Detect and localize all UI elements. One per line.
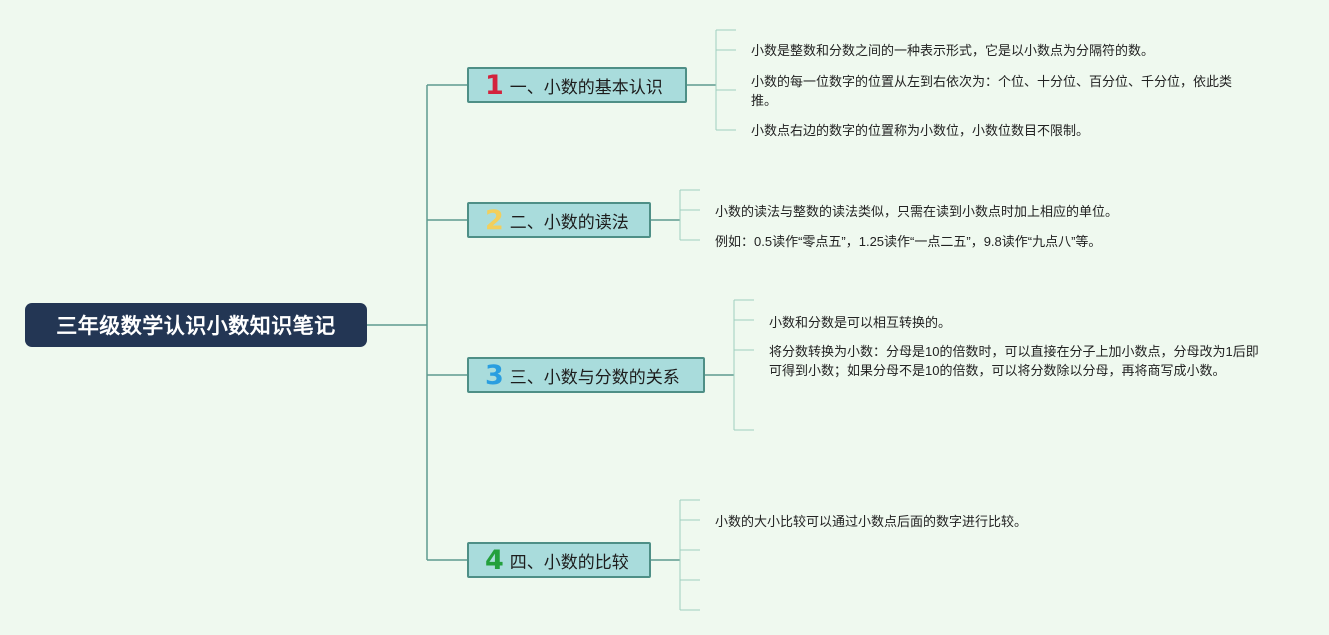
note-2-2: 例如：0.5读作“零点五”，1.25读作“一点二五”，9.8读作“九点八”等。	[715, 234, 1102, 249]
branch-title: 二、小数的读法	[509, 212, 629, 232]
branch-node-4[interactable]: 4 四、小数的比较	[467, 542, 651, 578]
branch-node-1[interactable]: 1 一、小数的基本认识	[467, 67, 687, 103]
root-node[interactable]: 三年级数学认识小数知识笔记	[25, 303, 367, 347]
note-3-2: 将分数转换为小数：分母是10的倍数时，可以直接在分子上加小数点，分母改为1后即可…	[769, 344, 1259, 378]
branch-node-2[interactable]: 2 二、小数的读法	[467, 202, 651, 238]
note-1-2: 小数的每一位数字的位置从左到右依次为：个位、十分位、百分位、千分位，依此类推。	[751, 74, 1233, 108]
branch-title: 三、小数与分数的关系	[509, 367, 680, 387]
root-title: 三年级数学认识小数知识笔记	[56, 315, 336, 338]
number-icon-3: 3	[485, 359, 504, 391]
note-1-3: 小数点右边的数字的位置称为小数位，小数位数目不限制。	[751, 123, 1090, 138]
number-icon-1: 1	[485, 69, 504, 101]
note-2-1: 小数的读法与整数的读法类似，只需在读到小数点时加上相应的单位。	[715, 204, 1119, 219]
note-4-1: 小数的大小比较可以通过小数点后面的数字进行比较。	[715, 514, 1028, 529]
branch-title: 四、小数的比较	[509, 552, 629, 572]
branch-title: 一、小数的基本认识	[509, 77, 663, 97]
note-1-1: 小数是整数和分数之间的一种表示形式，它是以小数点为分隔符的数。	[751, 43, 1155, 58]
number-icon-2: 2	[485, 204, 504, 236]
number-icon-4: 4	[485, 544, 504, 576]
branch-node-3[interactable]: 3 三、小数与分数的关系	[467, 357, 705, 393]
note-3-1: 小数和分数是可以相互转换的。	[769, 315, 952, 330]
